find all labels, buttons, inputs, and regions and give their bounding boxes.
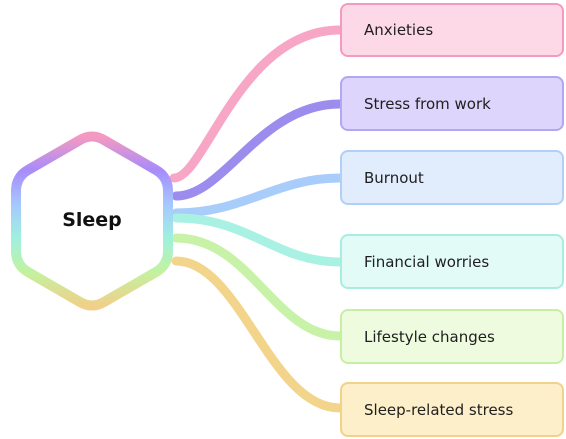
connector-group <box>169 25 345 413</box>
connector-line <box>171 213 345 267</box>
branch-node-label: Lifestyle changes <box>364 327 495 346</box>
connector-line <box>171 256 345 413</box>
connector-line <box>169 25 345 183</box>
branch-node[interactable]: Lifestyle changes <box>340 309 564 364</box>
branch-node-label: Burnout <box>364 168 424 187</box>
connector-line <box>171 173 345 218</box>
branch-node-label: Financial worries <box>364 252 490 271</box>
branch-node[interactable]: Sleep-related stress <box>340 382 564 437</box>
branch-node-label: Anxieties <box>364 21 434 39</box>
connector-line <box>171 233 345 341</box>
branch-node[interactable]: Burnout <box>340 150 564 205</box>
center-hexagon[interactable] <box>11 131 173 311</box>
branch-node-label: Sleep-related stress <box>364 400 514 419</box>
branch-node-label: Stress from work <box>364 94 491 113</box>
branch-node[interactable]: Anxieties <box>340 3 564 57</box>
center-topic-label: Sleep <box>62 209 122 231</box>
branch-node[interactable]: Financial worries <box>340 234 564 289</box>
branch-node[interactable]: Stress from work <box>340 76 564 131</box>
connector-line <box>171 99 345 201</box>
